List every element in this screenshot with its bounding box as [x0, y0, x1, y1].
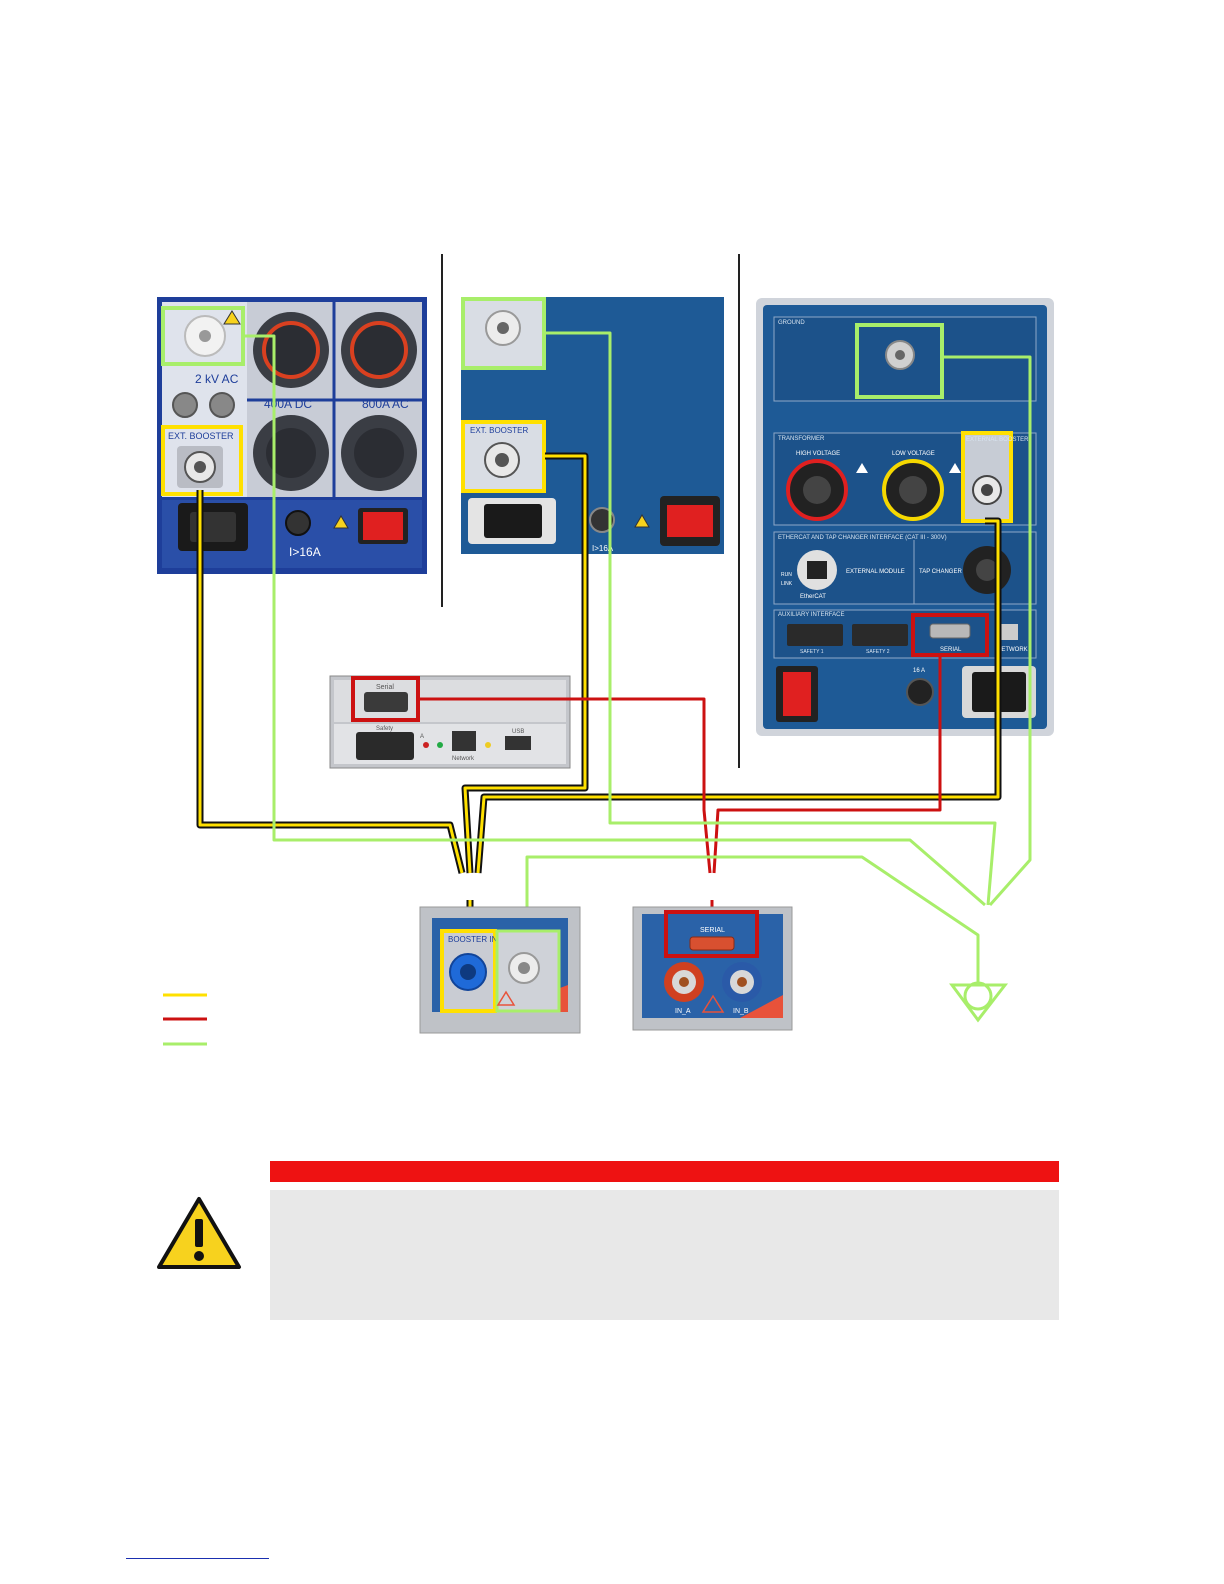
low-voltage-socket[interactable]: [882, 459, 944, 521]
label-in-a: IN_A: [675, 1008, 691, 1015]
led-indicator-green: [437, 742, 443, 748]
warning-icon: [949, 463, 961, 473]
fuse-16a-middle[interactable]: [589, 507, 615, 533]
label-booster-in: BOOSTER IN: [448, 935, 498, 944]
label-serial-input-panel: SERIAL: [700, 927, 725, 934]
label-safety-1: SAFETY 1: [800, 649, 824, 655]
label-ethercat-interface: ETHERCAT AND TAP CHANGER INTERFACE (CAT …: [778, 535, 947, 541]
warning-icon: [333, 515, 349, 529]
input-b-socket[interactable]: [722, 962, 762, 1002]
booster-cable-left: [196, 490, 466, 874]
high-voltage-socket[interactable]: [786, 459, 848, 521]
panel-middle: EXT. BOOSTER I>16A: [461, 297, 724, 554]
label-high-voltage: HIGH VOLTAGE: [796, 451, 840, 457]
external-booster-connector-right[interactable]: EXTERNAL BOOSTER: [961, 431, 1029, 523]
fuse-16a-left[interactable]: [285, 510, 311, 536]
booster-cable-middle: [461, 452, 589, 874]
ground-cable-left: [243, 334, 986, 907]
controller-unit: Serial Safety A Network USB: [329, 675, 571, 769]
cables: [196, 331, 1032, 985]
socket-800a-2[interactable]: [341, 415, 417, 491]
label-serial-right: SERIAL: [940, 647, 962, 653]
ground-terminal-middle[interactable]: [461, 297, 546, 370]
booster-in-connector[interactable]: BOOSTER IN: [440, 929, 498, 1013]
label-network-controller: Network: [452, 756, 475, 762]
label-safety-controller: Safety: [376, 726, 393, 732]
label-in-b: IN_B: [733, 1008, 749, 1015]
fuse-16a-right[interactable]: [906, 678, 934, 706]
label-ext-booster-mid: EXT. BOOSTER: [470, 426, 528, 435]
label-800a-ac: 800A AC: [362, 397, 409, 411]
serial-port-right[interactable]: SERIAL: [911, 613, 989, 657]
label-400a-dc: 400A DC: [264, 397, 312, 411]
legend: [163, 993, 207, 1046]
safety-port-controller[interactable]: Safety: [356, 726, 414, 760]
label-tap-changer: TAP CHANGER: [919, 569, 962, 575]
warning-icon: [496, 990, 516, 1006]
label-ground-right: GROUND: [778, 320, 805, 326]
warning-box: [270, 1190, 1059, 1320]
tap-changer-socket[interactable]: [963, 546, 1011, 594]
network-port-controller[interactable]: Network: [452, 731, 476, 762]
label-safety-2: SAFETY 2: [866, 649, 890, 655]
label-low-voltage: LOW VOLTAGE: [892, 451, 935, 457]
label-a-controller: A: [420, 734, 424, 740]
socket-400a-minus[interactable]: [253, 415, 329, 491]
label-usb-controller: USB: [512, 729, 524, 735]
label-2kv-ac: 2 kV AC: [195, 372, 239, 386]
warning-icon: [223, 310, 241, 325]
footer-rule: [126, 1558, 269, 1559]
2kv-socket-1[interactable]: [172, 392, 198, 418]
label-serial-controller: Serial: [376, 684, 394, 691]
label-i16a-mid: I>16A: [592, 544, 614, 553]
booster-in-panel: BOOSTER IN: [419, 906, 581, 1034]
safety-1-port[interactable]: [787, 624, 843, 646]
network-port-right[interactable]: [1000, 624, 1018, 640]
warning-icon: [634, 514, 650, 528]
panel-left: 2 kV AC EXT. BOOSTER 400A DC 800: [157, 297, 427, 574]
power-switch-left[interactable]: [358, 508, 408, 544]
label-run: RUN: [781, 572, 792, 578]
label-auxiliary-interface: AUXILIARY INTERFACE: [778, 612, 844, 618]
ground-terminal-right[interactable]: [855, 323, 944, 399]
ground-terminal-booster[interactable]: [495, 929, 561, 1013]
2kv-socket-2[interactable]: [209, 392, 235, 418]
label-ext-booster-left: EXT. BOOSTER: [168, 431, 234, 441]
input-a-socket[interactable]: [664, 962, 704, 1002]
ground-cable-right: [942, 355, 1032, 906]
led-indicator-red: [423, 742, 429, 748]
led-indicator-yellow: [485, 742, 491, 748]
ethercat-logo: EtherCAT: [800, 594, 826, 600]
earth-ground-icon: [949, 981, 1009, 1023]
label-16a-right: 16 A: [913, 668, 925, 674]
warning-icon: [856, 463, 868, 473]
power-inlet-left[interactable]: [178, 503, 248, 551]
serial-input-panel: SERIAL IN_A IN_B: [632, 906, 793, 1031]
warning-icon: [701, 994, 725, 1013]
label-link: LINK: [781, 581, 793, 587]
booster-cable-right: [474, 517, 1002, 874]
panel-right: GROUND TRANSFORMER HIGH VOLTAGE LOW VOLT…: [756, 298, 1054, 736]
power-switch-middle[interactable]: [660, 496, 720, 546]
safety-2-port[interactable]: [852, 624, 908, 646]
ethercat-port[interactable]: [797, 550, 837, 590]
ground-cable-booster: [525, 855, 980, 985]
socket-400a-plus[interactable]: [253, 312, 329, 388]
ext-booster-connector-middle[interactable]: EXT. BOOSTER: [461, 420, 546, 493]
usb-port-controller[interactable]: USB: [505, 729, 531, 750]
warning-triangle-icon: [157, 1197, 241, 1269]
ext-booster-connector-left[interactable]: EXT. BOOSTER: [161, 425, 243, 496]
ground-cable-middle: [544, 331, 997, 906]
label-i16a-left: I>16A: [289, 545, 321, 559]
power-inlet-middle[interactable]: [468, 498, 556, 544]
warning-header-bar: [270, 1161, 1059, 1182]
power-switch-right[interactable]: [776, 666, 818, 722]
socket-800a-1[interactable]: [341, 312, 417, 388]
serial-port-input-panel[interactable]: SERIAL: [664, 910, 759, 958]
label-network-right: NETWORK: [997, 647, 1028, 653]
label-external-module: EXTERNAL MODULE: [846, 569, 905, 575]
label-transformer: TRANSFORMER: [778, 436, 825, 442]
label-external-booster: EXTERNAL BOOSTER: [966, 437, 1029, 443]
